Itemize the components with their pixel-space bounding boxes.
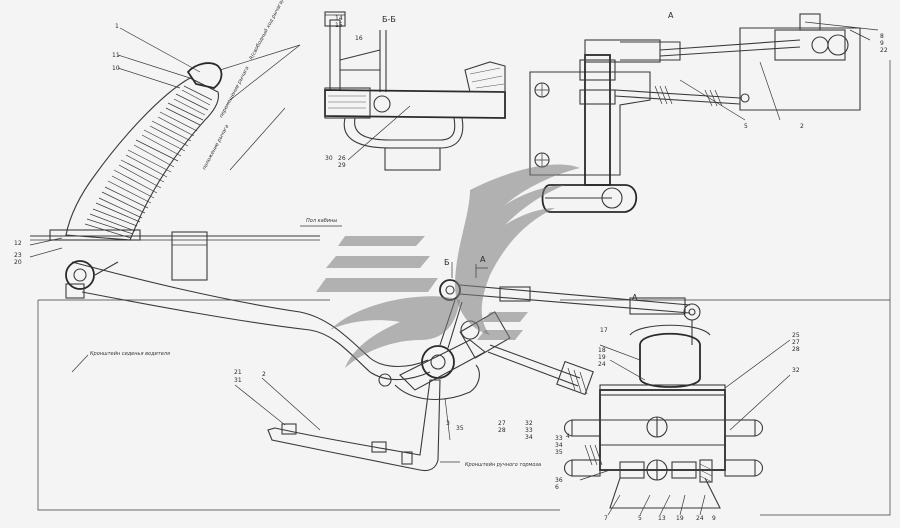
callout-label: 33 bbox=[525, 427, 533, 434]
note-cabin-floor: Пол кабины bbox=[306, 218, 337, 224]
callout-label: 34 bbox=[555, 442, 563, 449]
callout-label: 13 bbox=[658, 515, 666, 522]
callout-label: 24 bbox=[598, 361, 606, 368]
arrow-a-label-2: А bbox=[632, 293, 638, 302]
callout-labels: 1 11 10 12 23 20 2 21 31 3 4 5 2 8 9 22 … bbox=[14, 15, 888, 522]
callout-label: 2 bbox=[262, 371, 266, 378]
pull-rod bbox=[439, 279, 701, 345]
svg-text:положение рычага: положение рычага bbox=[201, 124, 230, 171]
watermark-logo bbox=[316, 164, 580, 368]
brake-valve bbox=[563, 324, 791, 516]
view-a bbox=[529, 13, 879, 213]
dimension-annotations: R(свободный ход рычага) перемещение рыча… bbox=[201, 0, 285, 171]
callout-label: 35 bbox=[456, 425, 464, 432]
callout-label: 15 bbox=[335, 22, 343, 29]
section-b-title: Б-Б bbox=[382, 15, 396, 24]
callout-label: 23 bbox=[14, 252, 22, 259]
callout-label: 4 bbox=[566, 433, 570, 440]
callout-label: 28 bbox=[792, 346, 800, 353]
callout-label: 31 bbox=[234, 377, 242, 384]
callout-label: 32 bbox=[525, 420, 533, 427]
callout-label: 26 bbox=[338, 155, 346, 162]
callout-label: 19 bbox=[676, 515, 684, 522]
callout-label: 3 bbox=[446, 420, 450, 427]
brake-pedal bbox=[234, 377, 460, 472]
callout-label: 5 bbox=[744, 123, 748, 130]
view-letters: Б-Б А А Б А bbox=[382, 11, 674, 302]
arrow-a-label: А bbox=[480, 255, 486, 264]
callout-label: 30 bbox=[325, 155, 333, 162]
callout-label: 35 bbox=[555, 449, 563, 456]
callout-label: 8 bbox=[880, 33, 884, 40]
callout-label: 27 bbox=[792, 339, 800, 346]
callout-label: 33 bbox=[555, 435, 563, 442]
callout-label: 36 bbox=[555, 477, 563, 484]
callout-label: 21 bbox=[234, 369, 242, 376]
callout-label: 12 bbox=[14, 240, 22, 247]
view-a-title: А bbox=[668, 11, 674, 20]
note-driver-seat: Кронштейн сиденья водителя bbox=[90, 351, 170, 357]
callout-label: 28 bbox=[498, 427, 506, 434]
callout-label: 11 bbox=[112, 52, 120, 59]
callout-label: 14 bbox=[335, 15, 343, 22]
svg-text:перемещение рычага: перемещение рычага bbox=[218, 66, 250, 119]
callout-label: 24 bbox=[696, 515, 704, 522]
callout-label: 2 bbox=[800, 123, 804, 130]
long-lever-arm bbox=[65, 260, 431, 381]
spring-rod bbox=[487, 344, 594, 396]
callout-label: 19 bbox=[598, 354, 606, 361]
callout-label: 29 bbox=[338, 162, 346, 169]
callout-label: 16 bbox=[355, 35, 363, 42]
callout-label: 6 bbox=[555, 484, 559, 491]
boot-leaders bbox=[29, 27, 301, 258]
callout-label: 7 bbox=[604, 515, 608, 522]
callout-label: 9 bbox=[880, 40, 884, 47]
callout-label: 32 bbox=[792, 367, 800, 374]
callout-label: 34 bbox=[525, 434, 533, 441]
section-b-view bbox=[324, 11, 506, 171]
cabin-outline bbox=[37, 60, 891, 516]
callout-label: 27 bbox=[498, 420, 506, 427]
callout-label: 10 bbox=[112, 65, 120, 72]
drawing-notes: Пол кабины Кронштейн ручного тормоза Кро… bbox=[71, 218, 541, 468]
gear-lever-boot bbox=[30, 62, 320, 281]
callout-label: 22 bbox=[880, 47, 888, 54]
note-brake-lever: Кронштейн ручного тормоза bbox=[465, 462, 541, 468]
callout-label: 25 bbox=[792, 332, 800, 339]
callout-label: 17 bbox=[600, 327, 608, 334]
callout-label: 9 bbox=[712, 515, 716, 522]
svg-text:R(свободный ход рычага): R(свободный ход рычага) bbox=[248, 0, 285, 61]
cut-b-label: Б bbox=[444, 258, 450, 267]
callout-label: 1 bbox=[115, 23, 119, 30]
callout-label: 20 bbox=[14, 259, 22, 266]
callout-label: 18 bbox=[598, 347, 606, 354]
callout-label: 5 bbox=[638, 515, 642, 522]
